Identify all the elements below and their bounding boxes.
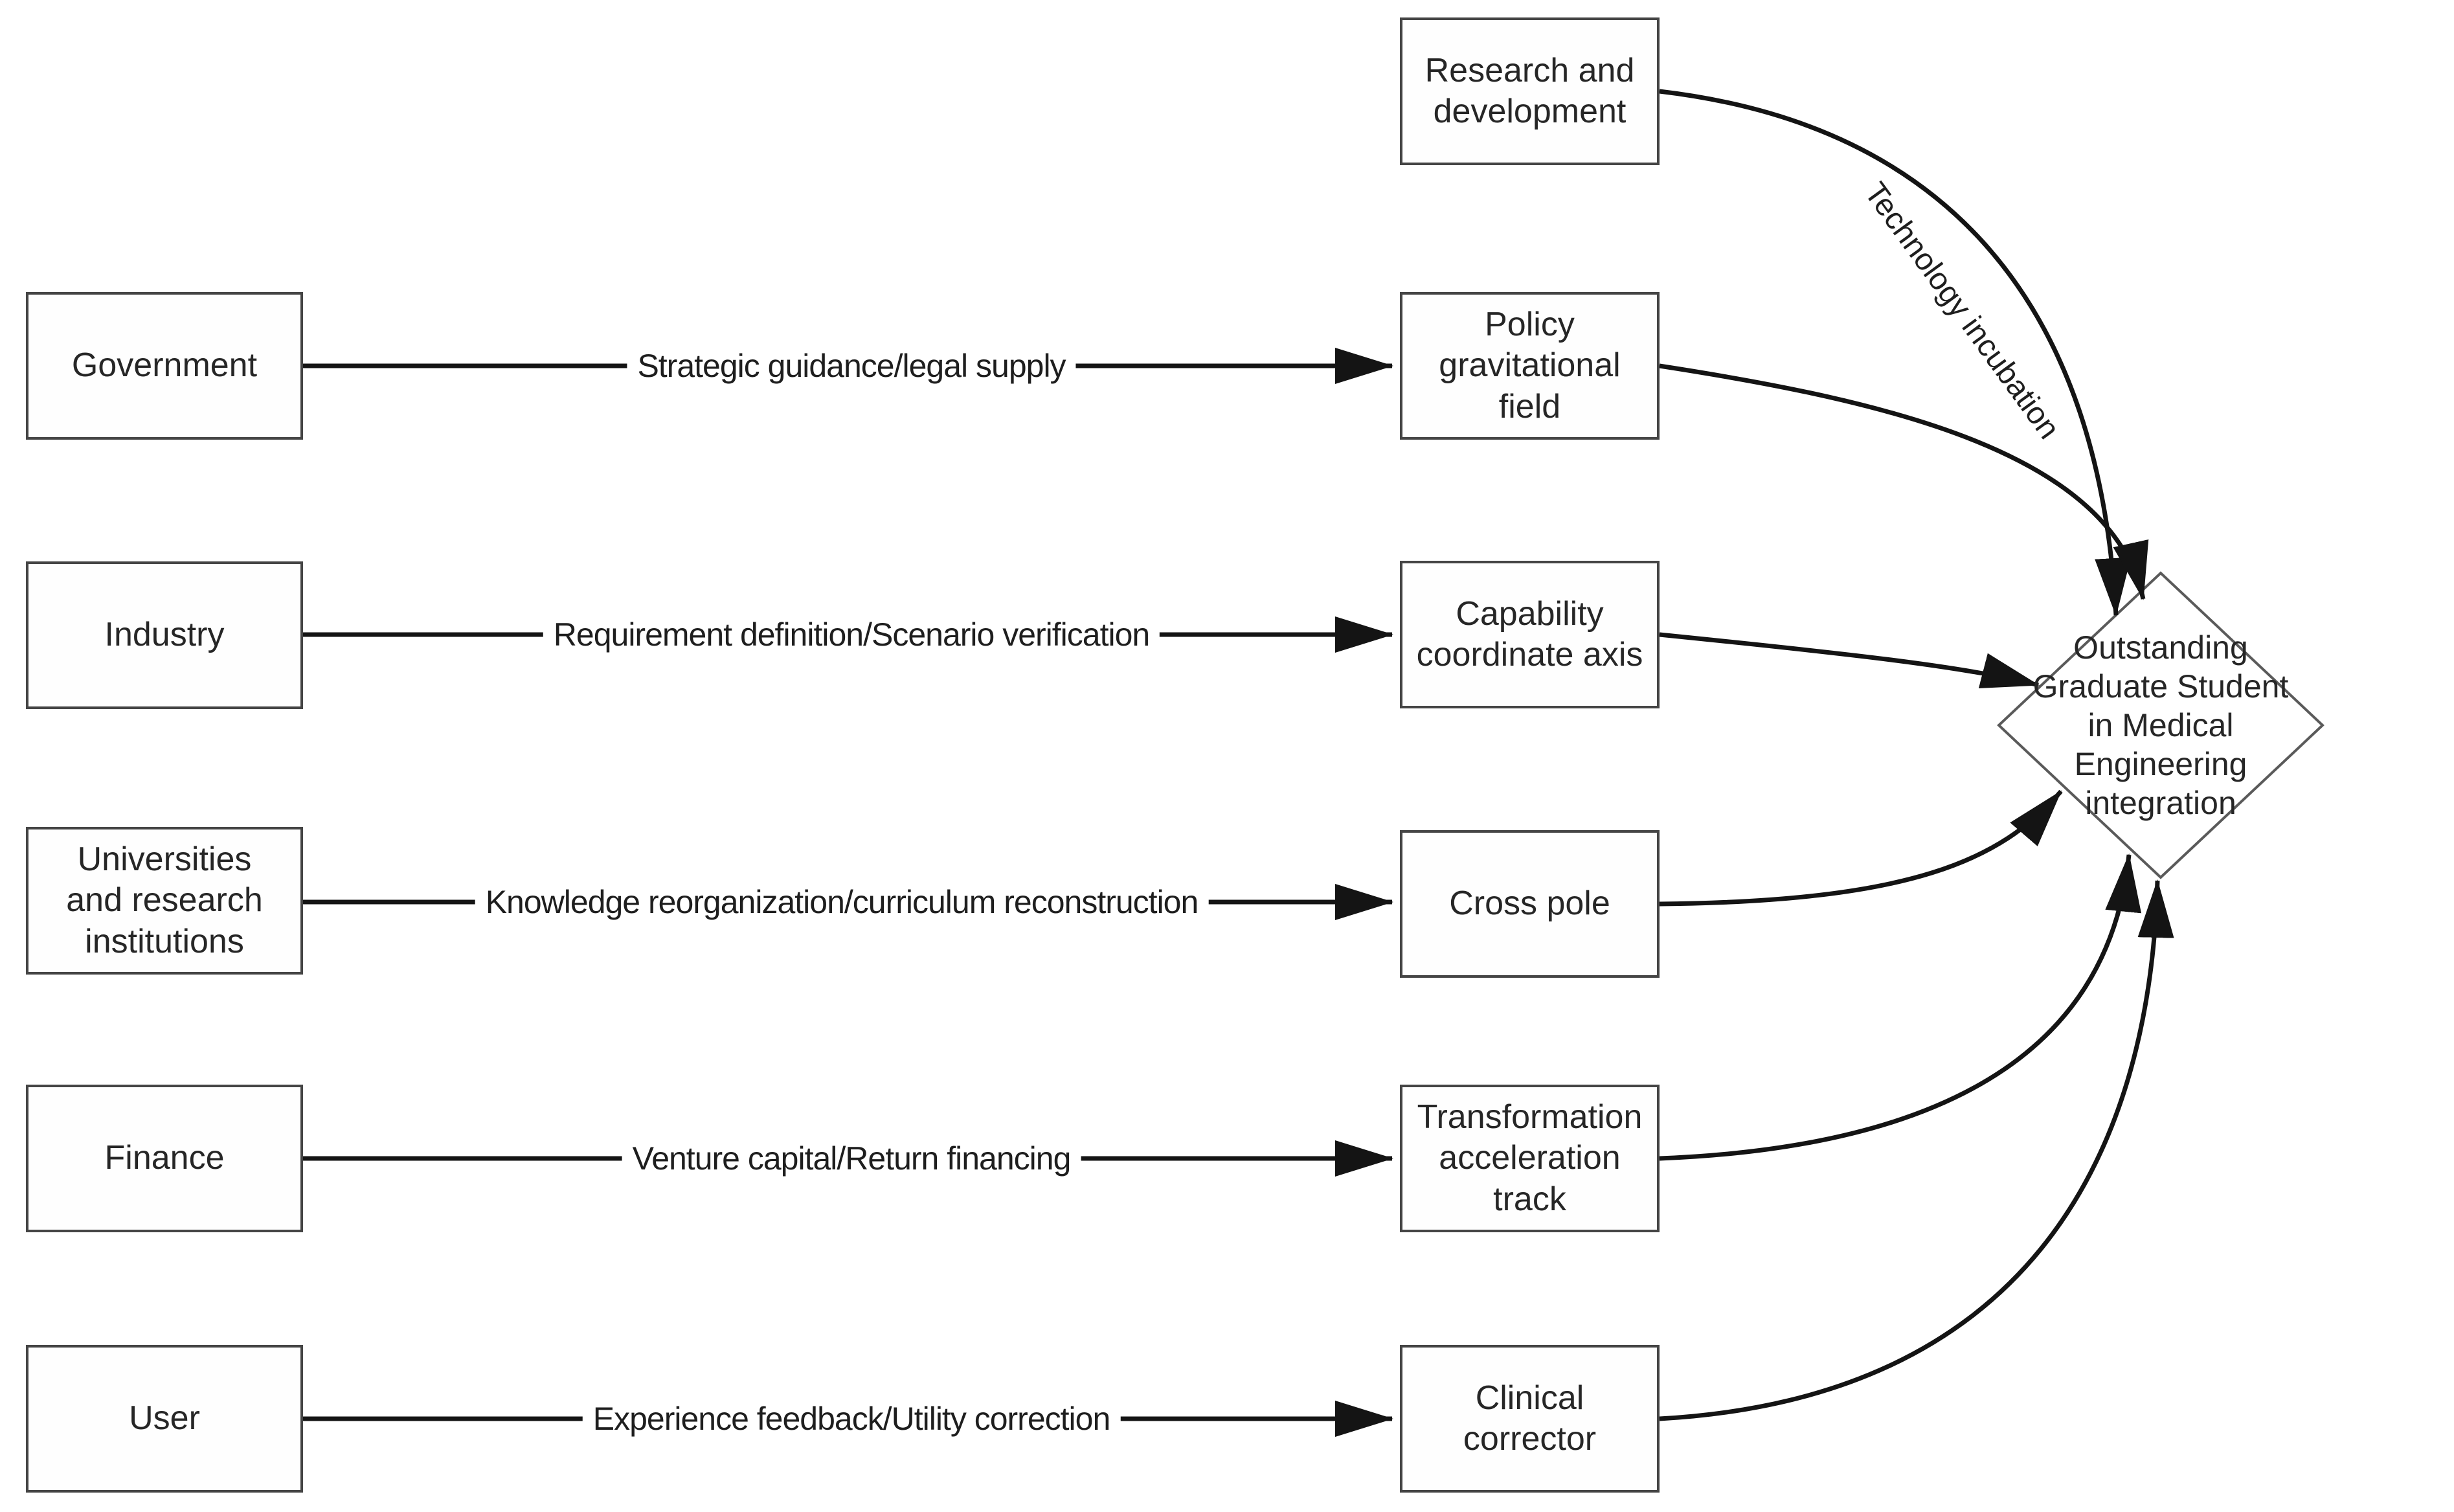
node-cross-pole: Cross pole — [1400, 830, 1660, 978]
edge-label-strategic-guidance: Strategic guidance/legal supply — [627, 346, 1076, 386]
node-transformation-track: Transformation acceleration track — [1400, 1085, 1660, 1232]
node-government: Government — [26, 292, 303, 440]
arrow-clinical-diamond — [1659, 879, 2174, 1421]
edge-label-venture-capital: Venture capital/Return financing — [622, 1138, 1081, 1179]
node-industry: Industry — [26, 561, 303, 709]
edge-label-requirement-definition: Requirement definition/Scenario verifica… — [543, 615, 1160, 655]
arrow-transformation-diamond — [1659, 853, 2142, 1161]
edge-label-knowledge-reorganization: Knowledge reorganization/curriculum reco… — [475, 882, 1209, 922]
arrow-capability-diamond — [1659, 632, 2040, 689]
arrow-policy-diamond — [1659, 363, 2149, 600]
node-policy-gravitational: Policy gravitational field — [1400, 292, 1660, 440]
node-universities: Universities and research institutions — [26, 827, 303, 975]
node-clinical-corrector: Clinical corrector — [1400, 1345, 1660, 1493]
arrow-rnd-diamond — [1659, 89, 2132, 616]
node-capability-coordinate: Capability coordinate axis — [1400, 561, 1660, 708]
diamond-shape — [1997, 571, 2325, 879]
node-finance: Finance — [26, 1085, 303, 1232]
arrow-crosspole-diamond — [1659, 789, 2063, 907]
edge-label-experience-feedback: Experience feedback/Utility correction — [582, 1399, 1121, 1439]
node-outstanding-graduate-label: Outstanding Graduate Student in Medical … — [2032, 629, 2289, 821]
node-research-development: Research and development — [1400, 17, 1660, 165]
node-user: User — [26, 1345, 303, 1493]
